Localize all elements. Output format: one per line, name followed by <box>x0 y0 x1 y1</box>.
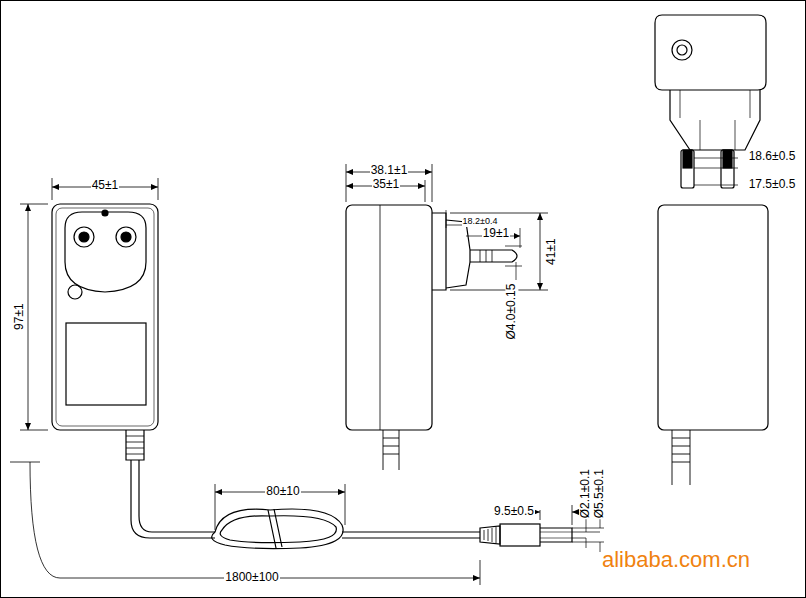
dimension-label: Ø4.0±0.15 <box>505 283 518 341</box>
front-body <box>52 204 158 430</box>
dc-plug-bore <box>540 532 572 538</box>
plug-neck <box>446 220 470 288</box>
dim-line <box>52 178 158 200</box>
side-seam <box>380 205 381 430</box>
prong-sleeve <box>723 150 732 168</box>
dimension-label: 18.2±0.4 <box>462 217 499 227</box>
dimension-label: 97±1 <box>12 303 25 332</box>
plug-recess <box>65 212 146 292</box>
pin-hole <box>79 232 89 242</box>
cable <box>139 460 215 532</box>
strain-relief <box>126 430 144 460</box>
plug-profile <box>670 90 760 150</box>
dim-line <box>10 462 480 585</box>
dimension-label: Ø2.1±0.1 <box>579 468 592 519</box>
dimension-label: Ø5.5±0.1 <box>593 468 606 519</box>
strain-relief <box>672 430 690 485</box>
cable <box>131 460 215 538</box>
dc-jack <box>672 40 692 60</box>
dimension-label: 38.1±1 <box>370 164 409 177</box>
dc-plug-body <box>500 524 540 546</box>
back-body <box>658 205 768 430</box>
strain-relief <box>383 430 399 470</box>
dimension-label: 41±1 <box>544 238 557 267</box>
label-area <box>66 323 146 405</box>
watermark: alibaba.com.cn <box>601 548 751 572</box>
front-body-inner <box>56 208 154 426</box>
notch <box>102 210 108 216</box>
plug-base <box>432 213 446 290</box>
arrowhead <box>537 213 543 290</box>
prong-sleeve <box>480 250 492 262</box>
dim-line <box>215 484 345 530</box>
dimension-label: 17.5±0.5 <box>748 178 797 191</box>
dimension-label: 18.6±0.5 <box>748 150 797 163</box>
dimension-label: 80±10 <box>265 485 300 498</box>
dc-plug-barrel <box>540 528 572 542</box>
release-button <box>68 285 82 299</box>
cable-tie <box>268 509 282 548</box>
dim-line <box>694 158 738 185</box>
arrowhead <box>533 509 579 515</box>
cable-loop <box>212 509 343 549</box>
pin-hole <box>121 232 131 242</box>
plug-detail <box>680 90 750 150</box>
side-body <box>346 205 432 430</box>
dim-line <box>346 164 432 202</box>
dimension-label: 1800±100 <box>224 571 279 584</box>
strain-relief-ribs <box>126 436 144 454</box>
pin <box>74 227 94 247</box>
dimension-label: 35±1 <box>372 178 401 191</box>
dimension-label: 9.5±0.5 <box>493 505 535 518</box>
arrowhead <box>473 575 480 581</box>
dimension-label: 45±1 <box>91 179 120 192</box>
dim-line <box>505 246 522 280</box>
prong <box>470 250 517 262</box>
top-body <box>655 15 766 90</box>
dim-line <box>446 210 520 248</box>
prong-sleeve <box>683 150 692 168</box>
dimension-label: 19±1 <box>482 227 511 240</box>
prong <box>681 150 694 188</box>
dim-line <box>450 213 548 290</box>
arrowhead <box>514 233 520 239</box>
cable <box>342 532 480 538</box>
dc-plug-ribs <box>484 527 496 543</box>
pin <box>116 227 136 247</box>
dc-jack <box>677 45 687 55</box>
prong <box>721 150 734 188</box>
dc-plug-relief <box>480 526 500 544</box>
